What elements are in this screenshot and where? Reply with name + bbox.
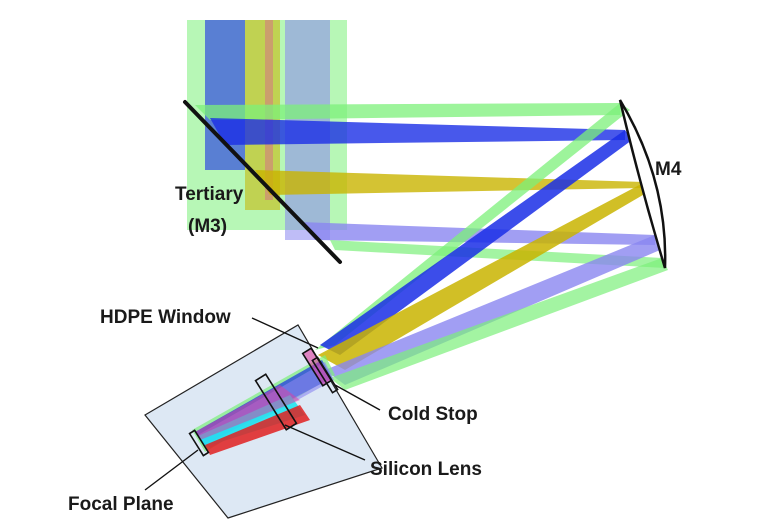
label-tertiary-line1: Tertiary — [175, 184, 244, 205]
leader-focal-plane — [144, 449, 199, 491]
inner-beam-red — [205, 405, 310, 455]
tertiary-mirror-m3 — [183, 100, 342, 264]
incoming-beam-blue — [205, 20, 245, 170]
beam-green-m4-dewar — [315, 103, 630, 350]
leader-silicon-lens — [284, 424, 366, 461]
beam-green-lower-m3-m4 — [330, 240, 665, 268]
label-tertiary-line2: (M3) — [188, 216, 227, 237]
focal-plane-element — [188, 429, 210, 457]
leader-lines — [144, 317, 381, 491]
beam-lavender-m4-dewar — [325, 235, 660, 385]
leader-cold-stop — [334, 384, 381, 411]
inner-beam-magenta — [195, 385, 300, 440]
m4-to-dewar-beams — [315, 103, 668, 390]
m4-mirror — [618, 99, 667, 269]
beam-blue-m4-dewar — [320, 130, 632, 355]
beam-yellow-m4-dewar — [318, 182, 648, 370]
label-m4: M4 — [655, 159, 682, 180]
label-silicon-lens: Silicon Lens — [370, 459, 482, 480]
label-cold-stop: Cold Stop — [388, 404, 478, 425]
silicon-lens-element — [254, 373, 298, 431]
label-focal-plane: Focal Plane — [68, 494, 174, 515]
beam-green-m3-m4 — [195, 103, 620, 120]
beam-green-lower-m4-dewar — [330, 258, 668, 390]
dewar-internal-beams — [192, 355, 335, 455]
cold-stop-element — [311, 356, 339, 394]
beam-yellow-m3-m4 — [255, 170, 645, 195]
beam-blue-m3-m4 — [210, 118, 625, 145]
label-hdpe-window: HDPE Window — [100, 307, 231, 328]
leader-hdpe-window — [251, 317, 319, 349]
